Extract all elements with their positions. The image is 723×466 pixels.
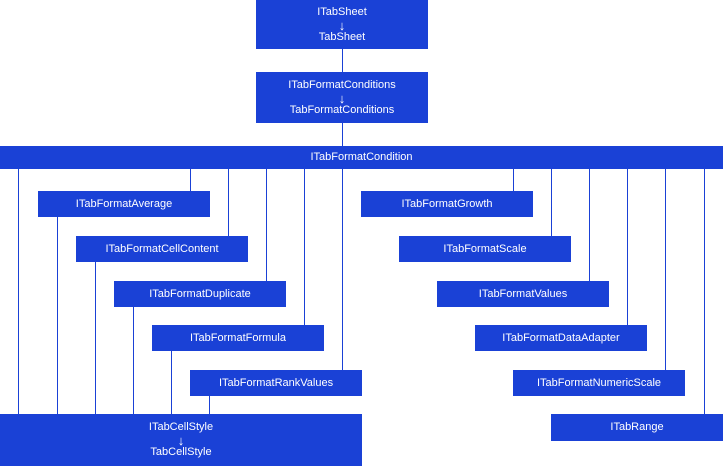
right-item-box: ITabFormatGrowth <box>361 191 533 217</box>
right-item-label: ITabFormatNumericScale <box>536 376 662 389</box>
down-arrow-icon: ↓ <box>177 433 185 448</box>
right-item-label: ITabFormatDataAdapter <box>502 331 620 344</box>
right-item-box: ITabFormatScale <box>399 236 571 262</box>
down-arrow-icon: ↓ <box>338 17 346 33</box>
right-item-box: ITabFormatDataAdapter <box>475 325 647 351</box>
down-arrow-icon: ↓ <box>338 90 346 106</box>
right-item-label: ITabFormatScale <box>443 242 527 255</box>
format-conditions-class-label: TabFormatConditions <box>289 103 395 116</box>
left-item-label: ITabFormatDuplicate <box>149 287 251 300</box>
format-conditions-box: ITabFormatConditions ↓ TabFormatConditio… <box>256 72 428 123</box>
left-item-label: ITabFormatCellContent <box>105 242 219 255</box>
right-item-box: ITabFormatNumericScale <box>513 370 685 396</box>
format-condition-label: ITabFormatCondition <box>310 151 413 163</box>
right-item-label: ITabFormatValues <box>478 287 568 300</box>
left-item-label: ITabFormatRankValues <box>218 376 334 389</box>
right-item-label: ITabRange <box>610 421 664 433</box>
left-item-box: ITabFormatDuplicate <box>114 281 286 307</box>
tabsheet-interface-label: ITabSheet <box>317 5 367 18</box>
left-item-box: ITabFormatCellContent <box>76 236 248 262</box>
left-item-label: ITabFormatFormula <box>190 331 286 344</box>
left-item-box: ITabFormatRankValues <box>190 370 362 396</box>
right-item-box: ITabRange <box>551 414 723 441</box>
left-item-box: ITabFormatAverage <box>38 191 210 217</box>
format-conditions-interface-label: ITabFormatConditions <box>288 78 396 91</box>
cellstyle-interface-label: ITabCellStyle <box>148 421 214 433</box>
right-item-label: ITabFormatGrowth <box>401 197 493 210</box>
left-item-box: ITabFormatFormula <box>152 325 324 351</box>
right-item-box: ITabFormatValues <box>437 281 609 307</box>
cellstyle-class-label: TabCellStyle <box>150 446 212 458</box>
format-condition-bar: ITabFormatCondition <box>0 146 723 169</box>
cellstyle-box: ITabCellStyle ↓ TabCellStyle <box>0 414 362 466</box>
tabsheet-class-label: TabSheet <box>318 30 366 43</box>
tabsheet-box: ITabSheet ↓ TabSheet <box>256 0 428 49</box>
left-item-label: ITabFormatAverage <box>75 197 173 210</box>
